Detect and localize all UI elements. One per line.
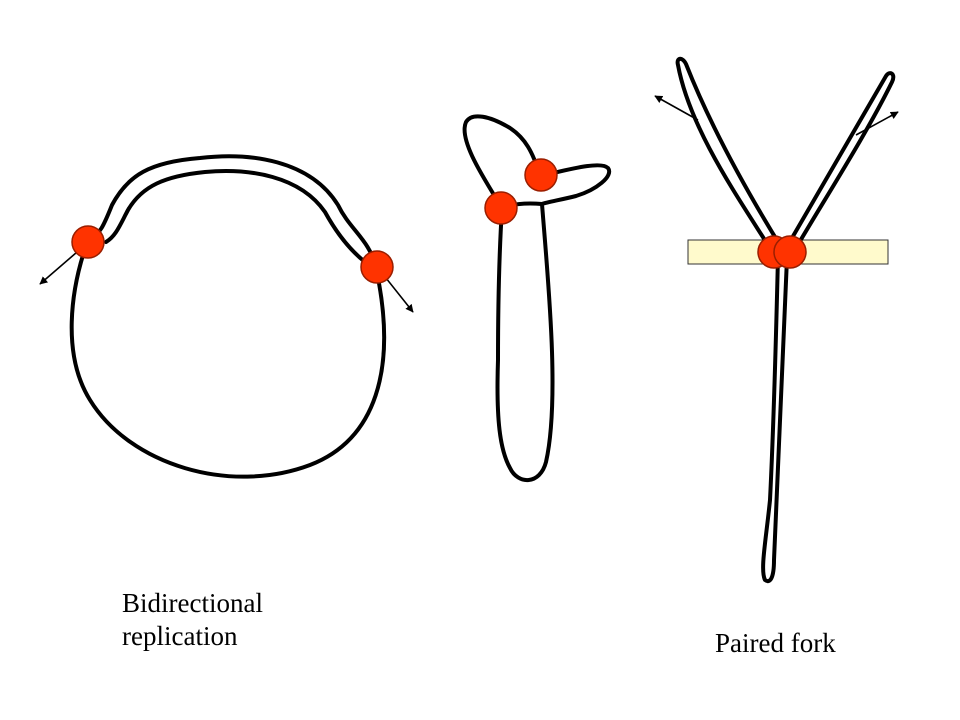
caption-line-1: Bidirectional [122, 588, 263, 618]
right-arm-direction-arrow [855, 111, 899, 136]
bidirectional-replication-caption: Bidirectional replication [122, 587, 263, 653]
caption-line-2: replication [122, 621, 238, 651]
upper-replication-fork [524, 158, 558, 192]
paired-fork-right-circle [773, 235, 807, 269]
right-fork-arm-strand [783, 71, 896, 255]
bidirectional-replication-diagram [39, 154, 414, 479]
replication-bubble-inner-strand [104, 169, 367, 264]
looped-molecule-strand [462, 114, 612, 483]
left-replication-fork [71, 225, 105, 259]
fork-duplex-tail-strand [761, 254, 789, 584]
lower-replication-fork [484, 191, 518, 225]
left-arm-direction-arrow [654, 95, 699, 121]
left-fork-arm-strand [675, 56, 785, 255]
circular-chromosome-strand [69, 154, 387, 479]
paired-fork-diagram [654, 56, 899, 584]
paired-fork-caption: Paired fork [715, 628, 836, 658]
looped-molecule-diagram [462, 114, 612, 483]
right-replication-fork [360, 250, 394, 284]
